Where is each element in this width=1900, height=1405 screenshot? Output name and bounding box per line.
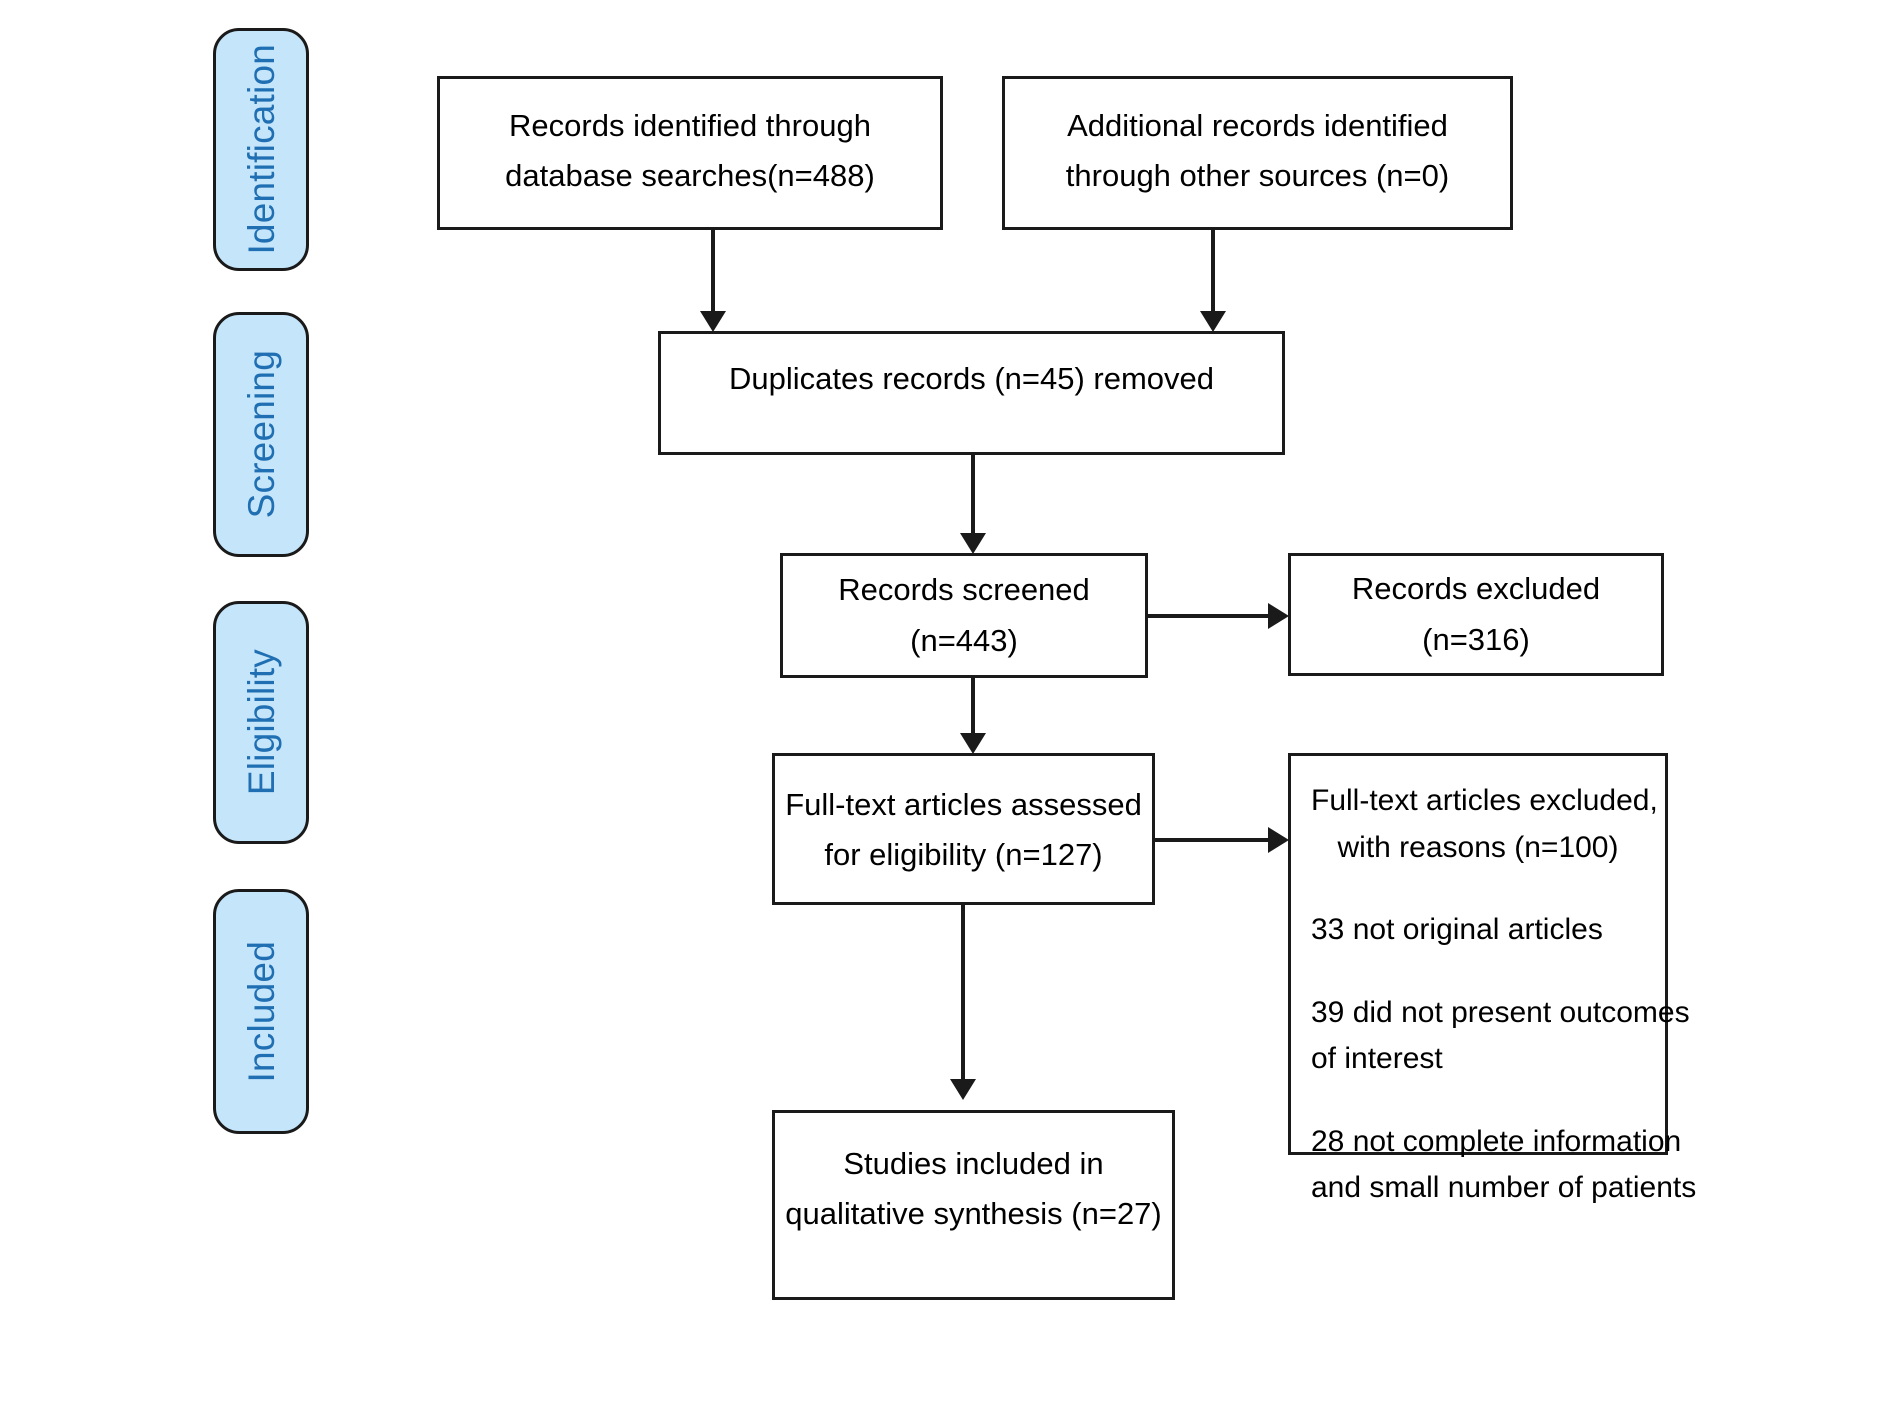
box-fulltext-excluded-reason-3-line-1: 28 not complete information [1311,1124,1682,1158]
stage-label-included: Included [213,889,309,1134]
connector-screened-to-excluded-line [1148,614,1270,618]
box-fulltext-excluded-reasons: Full-text articles excluded, with reason… [1288,753,1696,1204]
box-fulltext-excluded-heading-line-1: Full-text articles excluded, [1311,784,1658,817]
box-studies-included-line-1: Studies included in [843,1146,1104,1181]
stage-label-identification: Identification [213,28,309,271]
box-fulltext-assessed-line-1: Full-text articles assessed [785,787,1142,822]
box-records-excluded: Records excluded (n=316) [1288,553,1664,676]
box-fulltext-excluded-reason-2-line-1: 39 did not present outcomes [1311,995,1690,1029]
stage-label-eligibility-text: Eligibility [240,649,282,796]
connector-database-to-duplicates-line [711,230,715,313]
box-duplicates-removed-line-1: Duplicates records (n=45) removed [728,361,1215,396]
stage-label-eligibility: Eligibility [213,601,309,844]
connector-other-sources-to-duplicates-arrowhead [1200,311,1226,332]
stage-label-included-text: Included [240,940,282,1083]
box-records-excluded-line-1: Records excluded [1351,571,1601,607]
connector-screened-to-fulltext-line [971,678,975,736]
box-studies-included-line-2: qualitative synthesis (n=27) [785,1196,1162,1232]
connector-screened-to-excluded-arrowhead [1268,603,1289,629]
box-records-excluded-line-2: (n=316) [1422,621,1530,657]
connector-fulltext-to-included-arrowhead [950,1079,976,1100]
box-fulltext-excluded-reason-2-line-2: of interest [1311,1042,1443,1075]
box-fulltext-excluded-heading-line-2: with reasons (n=100) [1337,830,1619,864]
connector-fulltext-to-excluded-reasons-arrowhead [1268,827,1289,853]
box-fulltext-assessed-line-2: for eligibility (n=127) [824,837,1103,873]
stage-label-identification-text: Identification [240,44,282,255]
box-records-identified-database-line-2: database searches(n=488) [505,158,875,194]
connector-duplicates-to-screened-line [971,455,975,535]
box-records-screened-line-2: (n=443) [910,622,1018,658]
box-records-screened: Records screened (n=443) [780,553,1148,678]
box-records-screened-line-1: Records screened [838,572,1090,608]
box-fulltext-excluded-reason-3-line-2: and small number of patients [1311,1171,1697,1204]
box-additional-records-other-sources-line-2: through other sources (n=0) [1065,158,1450,194]
box-additional-records-other-sources: Additional records identified through ot… [1002,76,1513,230]
box-duplicates-removed: Duplicates records (n=45) removed [658,331,1285,455]
connector-duplicates-to-screened-arrowhead [960,533,986,554]
stage-label-screening-text: Screening [240,350,282,519]
box-studies-included: Studies included in qualitative synthesi… [772,1110,1175,1300]
connector-other-sources-to-duplicates-line [1211,230,1215,313]
box-records-identified-database: Records identified through database sear… [437,76,943,230]
connector-database-to-duplicates-arrowhead [700,311,726,332]
connector-fulltext-to-excluded-reasons-line [1155,838,1270,842]
connector-fulltext-to-included-line [961,905,965,1081]
stage-label-screening: Screening [213,312,309,557]
box-additional-records-other-sources-line-1: Additional records identified [1067,108,1448,143]
box-records-identified-database-line-1: Records identified through [509,108,871,143]
box-fulltext-assessed: Full-text articles assessed for eligibil… [772,753,1155,905]
connector-screened-to-fulltext-arrowhead [960,733,986,754]
box-fulltext-excluded-reason-1-line-1: 33 not original articles [1311,913,1603,946]
